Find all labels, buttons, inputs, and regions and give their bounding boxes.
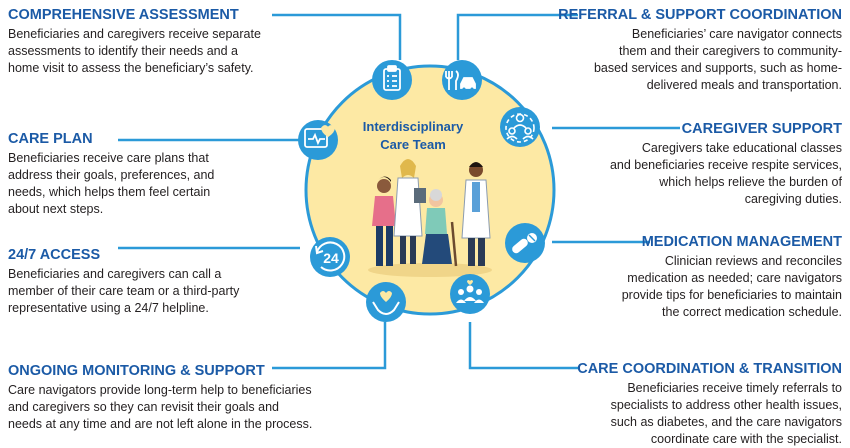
icon-circle-coordination [450, 274, 490, 314]
center-title-line1: Interdisciplinary [363, 119, 464, 134]
desc-line: assessments to identify their needs and … [8, 44, 238, 58]
desc-line: and caregivers so they can revisit their… [8, 400, 279, 414]
desc-caregiver-support: Caregivers take educational classes and … [552, 140, 842, 208]
heart-monitor-icon [304, 125, 335, 148]
desc-line: Caregivers take educational classes [641, 141, 842, 155]
care-team-illustration [368, 159, 492, 277]
desc-comprehensive-assessment: Beneficiaries and caregivers receive sep… [8, 26, 308, 77]
desc-line: medication as needed; care navigators [627, 271, 842, 285]
title-24-7-access: 24/7 ACCESS [8, 247, 101, 263]
title-caregiver-support: CAREGIVER SUPPORT [681, 121, 842, 137]
block-care-coordination: CARE COORDINATION & TRANSITION Beneficia… [552, 360, 842, 448]
desc-line: needs at any time and are not left alone… [8, 417, 313, 431]
icon-circle-monitoring [366, 282, 406, 322]
icon-circle-referral [442, 60, 482, 100]
icon-circle-medication [505, 223, 545, 263]
desc-line: Beneficiaries and caregivers receive sep… [8, 27, 261, 41]
icon-circle-access: 24 [310, 237, 350, 277]
connector-assessment [272, 13, 402, 60]
title-care-plan: CARE PLAN [8, 131, 93, 147]
desc-line: about next steps. [8, 202, 104, 216]
title-comprehensive-assessment: COMPREHENSIVE ASSESSMENT [8, 7, 239, 23]
icon-circle-caregiver [500, 107, 540, 147]
desc-care-coordination: Beneficiaries receive timely referrals t… [552, 380, 842, 448]
desc-line: Beneficiaries receive timely referrals t… [627, 381, 842, 395]
meals-transport-icon [445, 70, 476, 91]
connector-lines [118, 13, 680, 370]
desc-ongoing-monitoring: Care navigators provide long-term help t… [8, 382, 368, 433]
desc-line: representative using a 24/7 helpline. [8, 301, 209, 315]
desc-line: Clinician reviews and reconciles [664, 254, 842, 268]
center-title-line2: Care Team [380, 137, 446, 152]
24-hour-icon: 24 [323, 250, 339, 266]
title-medication-management: MEDICATION MANAGEMENT [641, 234, 842, 250]
desc-line: Beneficiaries’ care navigator connects [631, 27, 842, 41]
desc-line: address their goals, preferences, and [8, 168, 215, 182]
desc-medication-management: Clinician reviews and reconciles medicat… [552, 253, 842, 321]
block-comprehensive-assessment: COMPREHENSIVE ASSESSMENT Beneficiaries a… [8, 6, 308, 77]
block-referral-support: REFERRAL & SUPPORT COORDINATION Benefici… [552, 6, 842, 94]
center-circle [304, 64, 556, 316]
desc-24-7-access: Beneficiaries and caregivers can call a … [8, 266, 308, 317]
desc-line: delivered meals and transportation. [646, 78, 842, 92]
block-caregiver-support: CAREGIVER SUPPORT Caregivers take educat… [552, 120, 842, 208]
hands-heart-icon [372, 291, 400, 316]
desc-referral-support: Beneficiaries’ care navigator connects t… [552, 26, 842, 94]
icon-circle-care-plan [298, 120, 338, 160]
pill-icon [512, 233, 537, 254]
desc-line: provide tips for beneficiaries to mainta… [621, 288, 842, 302]
desc-line: home visit to assess the beneficiary’s s… [8, 61, 254, 75]
block-medication-management: MEDICATION MANAGEMENT Clinician reviews … [552, 233, 842, 321]
clipboard-checklist-icon [383, 65, 401, 91]
desc-line: caregiving duties. [744, 192, 842, 206]
refresh-arrow-icon [316, 241, 346, 272]
block-care-plan: CARE PLAN Beneficiaries receive care pla… [8, 130, 298, 218]
title-care-coordination: CARE COORDINATION & TRANSITION [577, 361, 842, 377]
title-ongoing-monitoring: ONGOING MONITORING & SUPPORT [8, 363, 265, 379]
block-24-7-access: 24/7 ACCESS Beneficiaries and caregivers… [8, 246, 308, 317]
title-referral-support: REFERRAL & SUPPORT COORDINATION [558, 7, 842, 23]
desc-line: and beneficiaries receive respite servic… [609, 158, 842, 172]
desc-line: them and their caregivers to community- [618, 44, 842, 58]
desc-line: specialists to address other health issu… [610, 398, 842, 412]
icon-circle-assessment [372, 60, 412, 100]
desc-line: Care navigators provide long-term help t… [8, 383, 312, 397]
desc-line: needs, which helps them feel certain [8, 185, 211, 199]
desc-line: the correct medication schedule. [662, 305, 842, 319]
desc-line: member of their care team or a third-par… [8, 284, 240, 298]
block-ongoing-monitoring: ONGOING MONITORING & SUPPORT Care naviga… [8, 362, 368, 433]
desc-line: coordinate care with the specialist. [650, 432, 842, 446]
desc-line: such as diabetes, and the care navigator… [610, 415, 842, 429]
connector-referral [456, 13, 578, 60]
connector-coordination [468, 322, 580, 370]
desc-care-plan: Beneficiaries receive care plans that ad… [8, 150, 298, 218]
desc-line: Beneficiaries and caregivers can call a [8, 267, 222, 281]
support-group-icon [505, 113, 535, 143]
connector-monitoring [272, 322, 387, 370]
desc-line: Beneficiaries receive care plans that [8, 151, 209, 165]
desc-line: based services and supports, such as hom… [593, 61, 842, 75]
desc-line: which helps relieve the burden of [659, 175, 842, 189]
care-team-heart-icon [456, 280, 484, 303]
